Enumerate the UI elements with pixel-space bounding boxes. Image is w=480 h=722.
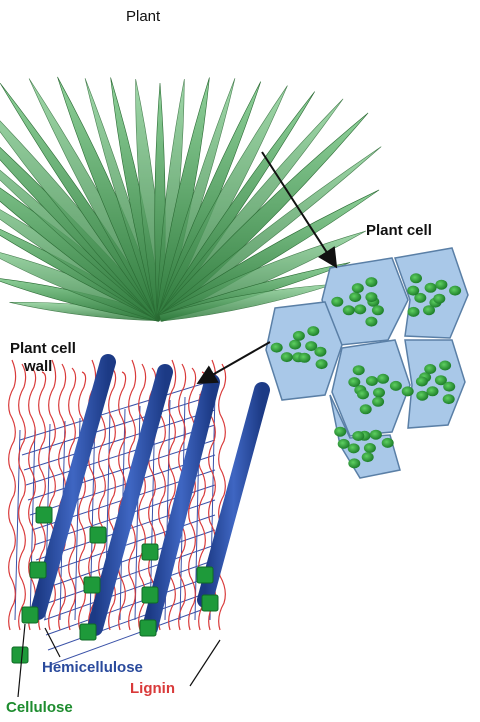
chloroplast [316, 359, 328, 369]
cellulose-block [30, 562, 46, 578]
hemicellulose-strand [42, 545, 215, 605]
chloroplast [360, 404, 372, 414]
chloroplast [364, 443, 376, 453]
lignin-strand [219, 364, 226, 630]
label-cellulose: Cellulose [6, 699, 73, 716]
chloroplast [366, 376, 378, 386]
cellulose-block [12, 647, 28, 663]
chloroplast [357, 389, 369, 399]
plant-cell-body [405, 340, 465, 428]
label-plant: Plant [126, 8, 160, 25]
chloroplast [349, 292, 361, 302]
chloroplast [373, 388, 385, 398]
cellulose-block [22, 607, 38, 623]
chloroplast [372, 305, 384, 315]
chloroplast [382, 438, 394, 448]
chloroplast [348, 377, 360, 387]
label-plant-cell: Plant cell [366, 222, 432, 239]
chloroplast [402, 386, 414, 396]
chloroplast [407, 286, 419, 296]
label-hemicellulose: Hemicellulose [42, 659, 143, 676]
cellulose-block [80, 624, 96, 640]
chloroplast [334, 427, 346, 437]
cellulose-block [142, 587, 158, 603]
label-plant-cell-wall-line1: Plant cell [10, 340, 76, 357]
chloroplast [416, 391, 428, 401]
chloroplast [435, 280, 447, 290]
chloroplast [293, 331, 305, 341]
chloroplast [352, 431, 364, 441]
chloroplast [449, 286, 461, 296]
cellulose-block [202, 595, 218, 611]
chloroplast [365, 292, 377, 302]
cell-wall-illustration [9, 360, 262, 665]
chloroplast [271, 343, 283, 353]
plant-illustration [0, 77, 381, 322]
chloroplast [314, 347, 326, 357]
chloroplast [352, 283, 364, 293]
cellulose-block [90, 527, 106, 543]
chloroplast [377, 374, 389, 384]
cellulose-block [142, 544, 158, 560]
chloroplast [423, 305, 435, 315]
chloroplast [390, 381, 402, 391]
chloroplast [281, 352, 293, 362]
chloroplast [331, 297, 343, 307]
lignin-strand [19, 364, 26, 630]
label-plant-cell-wall-line2: wall [24, 358, 52, 375]
chloroplast [370, 430, 382, 440]
chloroplast [427, 386, 439, 396]
chloroplast [424, 364, 436, 374]
label-lignin: Lignin [130, 680, 175, 697]
chloroplast [307, 326, 319, 336]
chloroplast [289, 340, 301, 350]
chloroplast [372, 397, 384, 407]
chloroplast [365, 277, 377, 287]
chloroplast [354, 304, 366, 314]
chloroplast [299, 353, 311, 363]
cellulose-block [84, 577, 100, 593]
arrow-cell-to-wall [200, 342, 270, 382]
cellulose-block [197, 567, 213, 583]
pointer-lignin [190, 640, 220, 686]
chloroplast [443, 382, 455, 392]
chloroplast [365, 317, 377, 327]
hemicellulose-strand [48, 590, 215, 650]
chloroplast [343, 305, 355, 315]
lignin-strand [9, 360, 16, 630]
chloroplast [439, 361, 451, 371]
chloroplast [410, 273, 422, 283]
chloroplast [353, 365, 365, 375]
chloroplast [338, 439, 350, 449]
chloroplast [433, 294, 445, 304]
chloroplast [443, 394, 455, 404]
chloroplast [408, 307, 420, 317]
cellulose-block [140, 620, 156, 636]
chloroplast [348, 458, 360, 468]
chloroplast [425, 283, 437, 293]
chloroplast [362, 452, 374, 462]
hemicellulose-strand [44, 560, 215, 620]
chloroplast [416, 377, 428, 387]
cellulose-block [36, 507, 52, 523]
